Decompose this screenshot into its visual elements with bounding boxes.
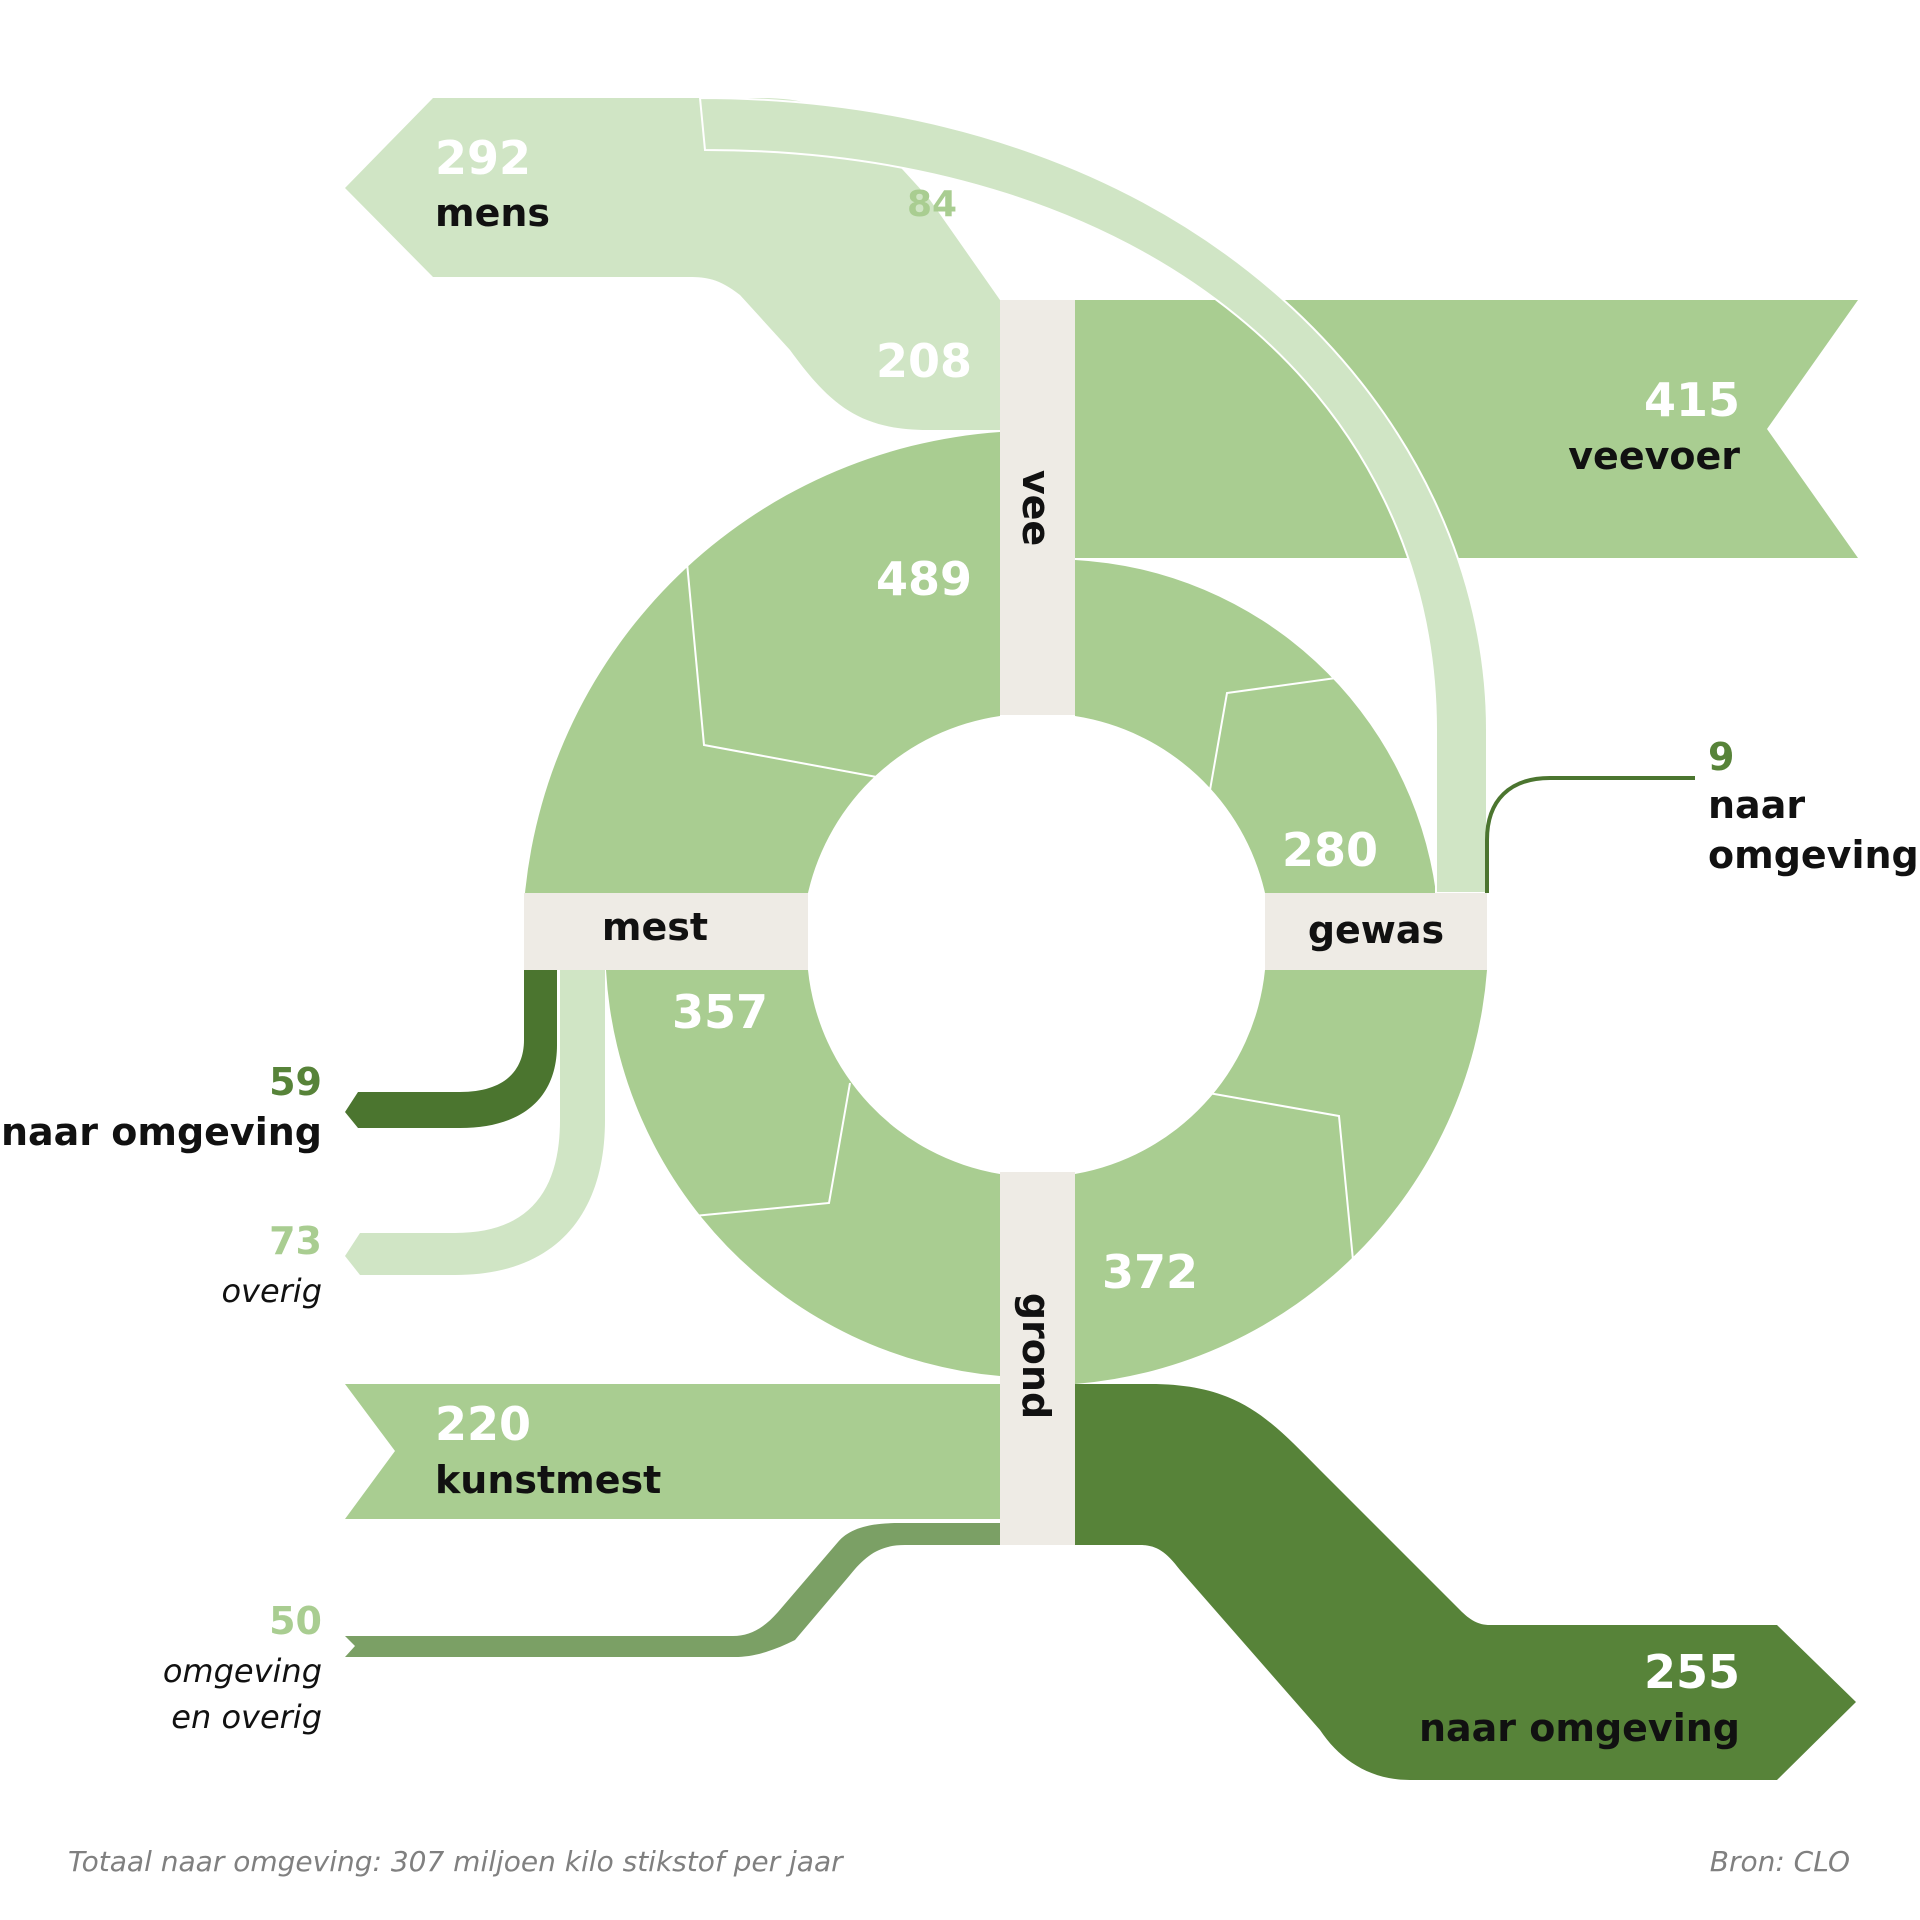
value-grond-omgeving: 255 xyxy=(1644,1645,1740,1699)
label-omgeving-overig-1: omgeving xyxy=(163,1652,322,1690)
flow-grond-omgeving xyxy=(1075,1384,1856,1780)
node-grond xyxy=(1000,1172,1075,1545)
label-mest-overig: overig xyxy=(221,1272,322,1310)
flow-vee-mest xyxy=(525,432,1000,893)
flow-veevoer xyxy=(1075,300,1858,558)
flow-omgeving-overig xyxy=(345,1523,1000,1657)
node-label-gewas: gewas xyxy=(1308,908,1444,952)
label-kunstmest: kunstmest xyxy=(435,1458,661,1502)
value-kunstmest: 220 xyxy=(435,1397,531,1451)
label-grond-omgeving: naar omgeving xyxy=(1419,1706,1740,1750)
value-mest-overig: 73 xyxy=(269,1219,322,1263)
divider-line xyxy=(693,1082,851,1217)
value-vee-mens: 208 xyxy=(876,334,972,388)
divider-line xyxy=(1202,1091,1354,1261)
value-mens: 292 xyxy=(435,131,531,185)
label-gewas-omgeving-1: naar xyxy=(1708,783,1805,827)
flow-vee-mens xyxy=(345,98,1000,430)
flow-kunstmest xyxy=(345,1384,1000,1519)
label-veevoer: veevoer xyxy=(1568,434,1740,478)
node-label-vee: vee xyxy=(1014,470,1058,546)
divider-line xyxy=(1209,677,1337,791)
node-label-mest: mest xyxy=(602,905,708,949)
flow-mest-omgeving xyxy=(345,970,557,1128)
flow-mest-overig xyxy=(345,970,605,1275)
value-veevoer: 415 xyxy=(1644,373,1740,427)
flow-mest-grond xyxy=(606,970,1000,1376)
value-gewas-omgeving: 9 xyxy=(1708,735,1734,779)
label-omgeving-overig-2: en overig xyxy=(171,1698,322,1736)
footer-source: Bron: CLO xyxy=(1710,1845,1850,1878)
value-mest-omgeving: 59 xyxy=(269,1060,322,1104)
ring xyxy=(525,432,1487,1384)
value-mest-grond: 357 xyxy=(672,985,768,1039)
value-omgeving-overig: 50 xyxy=(269,1599,322,1643)
value-grond-gewas: 372 xyxy=(1102,1245,1198,1299)
flow-gewas-vee xyxy=(1075,560,1436,893)
flow-grond-gewas xyxy=(1075,970,1487,1384)
flow-gewas-omgeving xyxy=(1485,776,1695,893)
node-label-grond: grond xyxy=(1014,1293,1058,1419)
footer-total: Totaal naar omgeving: 307 miljoen kilo s… xyxy=(68,1845,844,1878)
node-mest xyxy=(524,893,808,970)
value-vee-mest: 489 xyxy=(876,552,972,606)
divider-line xyxy=(685,551,883,779)
node-gewas xyxy=(1265,893,1487,970)
value-gewas-vee: 280 xyxy=(1282,823,1378,877)
label-mens: mens xyxy=(435,191,550,235)
node-vee xyxy=(1000,300,1075,715)
label-gewas-omgeving-2: omgeving xyxy=(1708,833,1919,877)
label-mest-omgeving: naar omgeving xyxy=(1,1110,322,1154)
value-gewas-mens: 84 xyxy=(907,184,957,225)
